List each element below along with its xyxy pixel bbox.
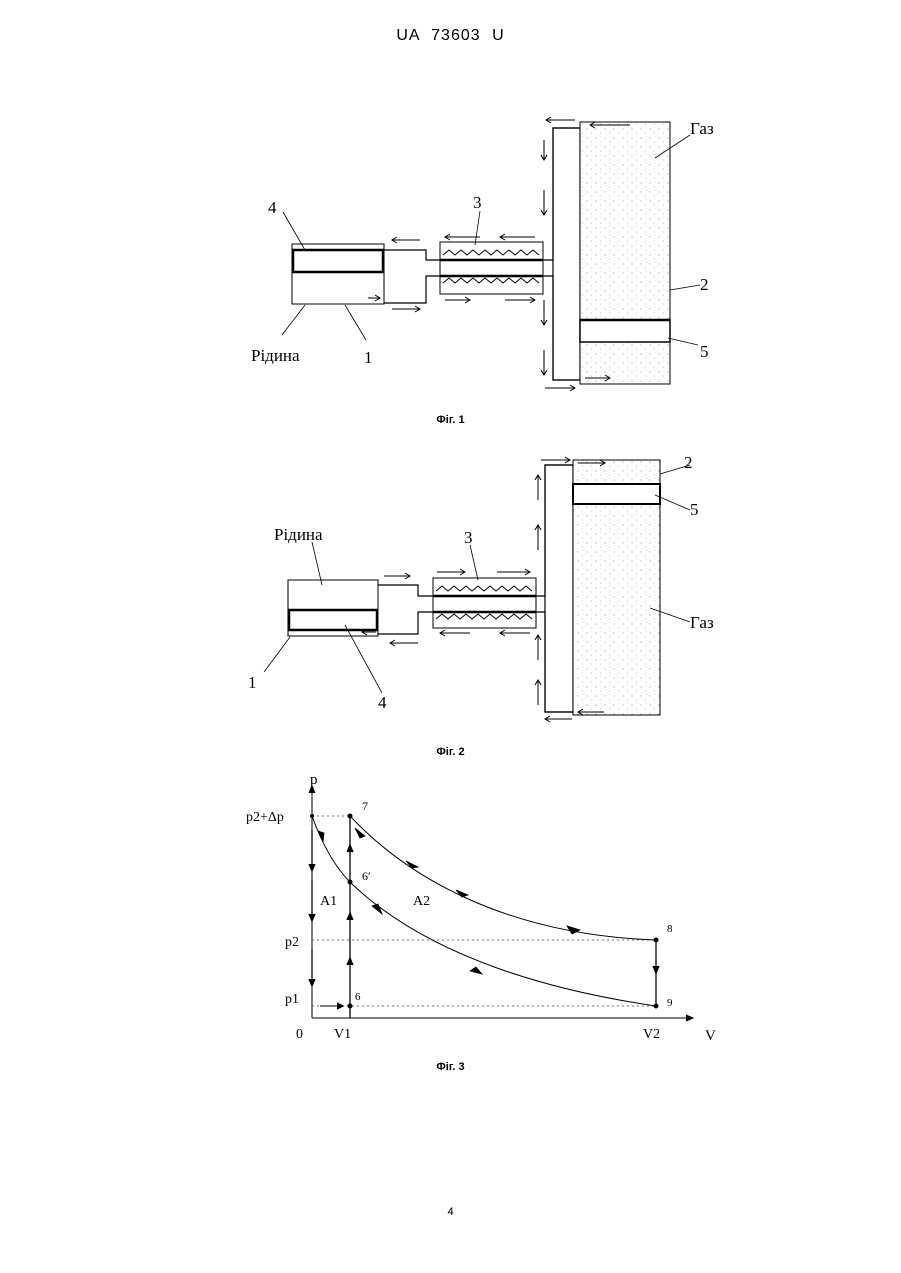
- fig2-num-4: 4: [378, 693, 387, 712]
- axis-v-label: V: [705, 1028, 716, 1044]
- gas-vessel: [580, 122, 670, 384]
- liquid-cylinder: [292, 244, 384, 304]
- axis-p-label: p: [310, 772, 318, 788]
- heat-exchanger-2: [433, 578, 536, 628]
- flow-arrows-fig2: [362, 457, 605, 722]
- fig3-caption: Фіг. 3: [0, 1061, 901, 1073]
- piston-4: [293, 250, 383, 272]
- v2-label: V2: [643, 1027, 660, 1042]
- piston-4-fig2: [289, 610, 377, 630]
- p-top-label: p2+Δp: [246, 810, 284, 825]
- point-6p-label: 6′: [362, 869, 371, 883]
- curve-7-8: [350, 816, 656, 940]
- v1-label: V1: [334, 1027, 351, 1042]
- heat-exchanger: [440, 242, 543, 294]
- fig1-num-5: 5: [700, 342, 709, 361]
- figure-3-labels: p V 0 p2+Δp p2 p1 V1 V2 7 6′ 6 8 9 A1 A2: [246, 772, 716, 1044]
- piston-5-fig2: [573, 484, 660, 504]
- fig2-num-1: 1: [248, 673, 257, 692]
- fig2-gas-label: Газ: [690, 613, 714, 632]
- fig1-caption: Фіг. 1: [0, 414, 901, 426]
- point-6-label: 6: [355, 991, 361, 1003]
- area-a1-label: A1: [320, 894, 337, 909]
- area-a2-label: A2: [413, 894, 430, 909]
- origin-label: 0: [296, 1027, 303, 1042]
- fig2-liquid-label: Рідина: [274, 525, 323, 544]
- figure-3: [309, 786, 693, 1021]
- p2-label: p2: [285, 935, 299, 950]
- fig1-liquid-label: Рідина: [251, 346, 300, 365]
- fig2-num-5: 5: [690, 500, 699, 519]
- p1-label: p1: [285, 992, 299, 1007]
- point-9-label: 9: [667, 997, 673, 1009]
- point-7-label: 7: [362, 799, 368, 813]
- fig2-num-2: 2: [684, 453, 693, 472]
- fig1-num-1: 1: [364, 348, 373, 367]
- fig2-caption: Фіг. 2: [0, 746, 901, 758]
- liquid-cylinder-2: [288, 580, 378, 636]
- fig1-num-3: 3: [473, 193, 482, 212]
- fig1-gas-label: Газ: [690, 119, 714, 138]
- fig1-num-4: 4: [268, 198, 277, 217]
- curve-9-top: [312, 816, 656, 1006]
- figure-2: [264, 457, 690, 722]
- fig2-num-3: 3: [464, 528, 473, 547]
- page-number: 4: [0, 1206, 901, 1218]
- piston-5: [580, 320, 670, 342]
- figure-1: [282, 117, 700, 391]
- point-8-label: 8: [667, 923, 673, 935]
- fig1-num-2: 2: [700, 275, 709, 294]
